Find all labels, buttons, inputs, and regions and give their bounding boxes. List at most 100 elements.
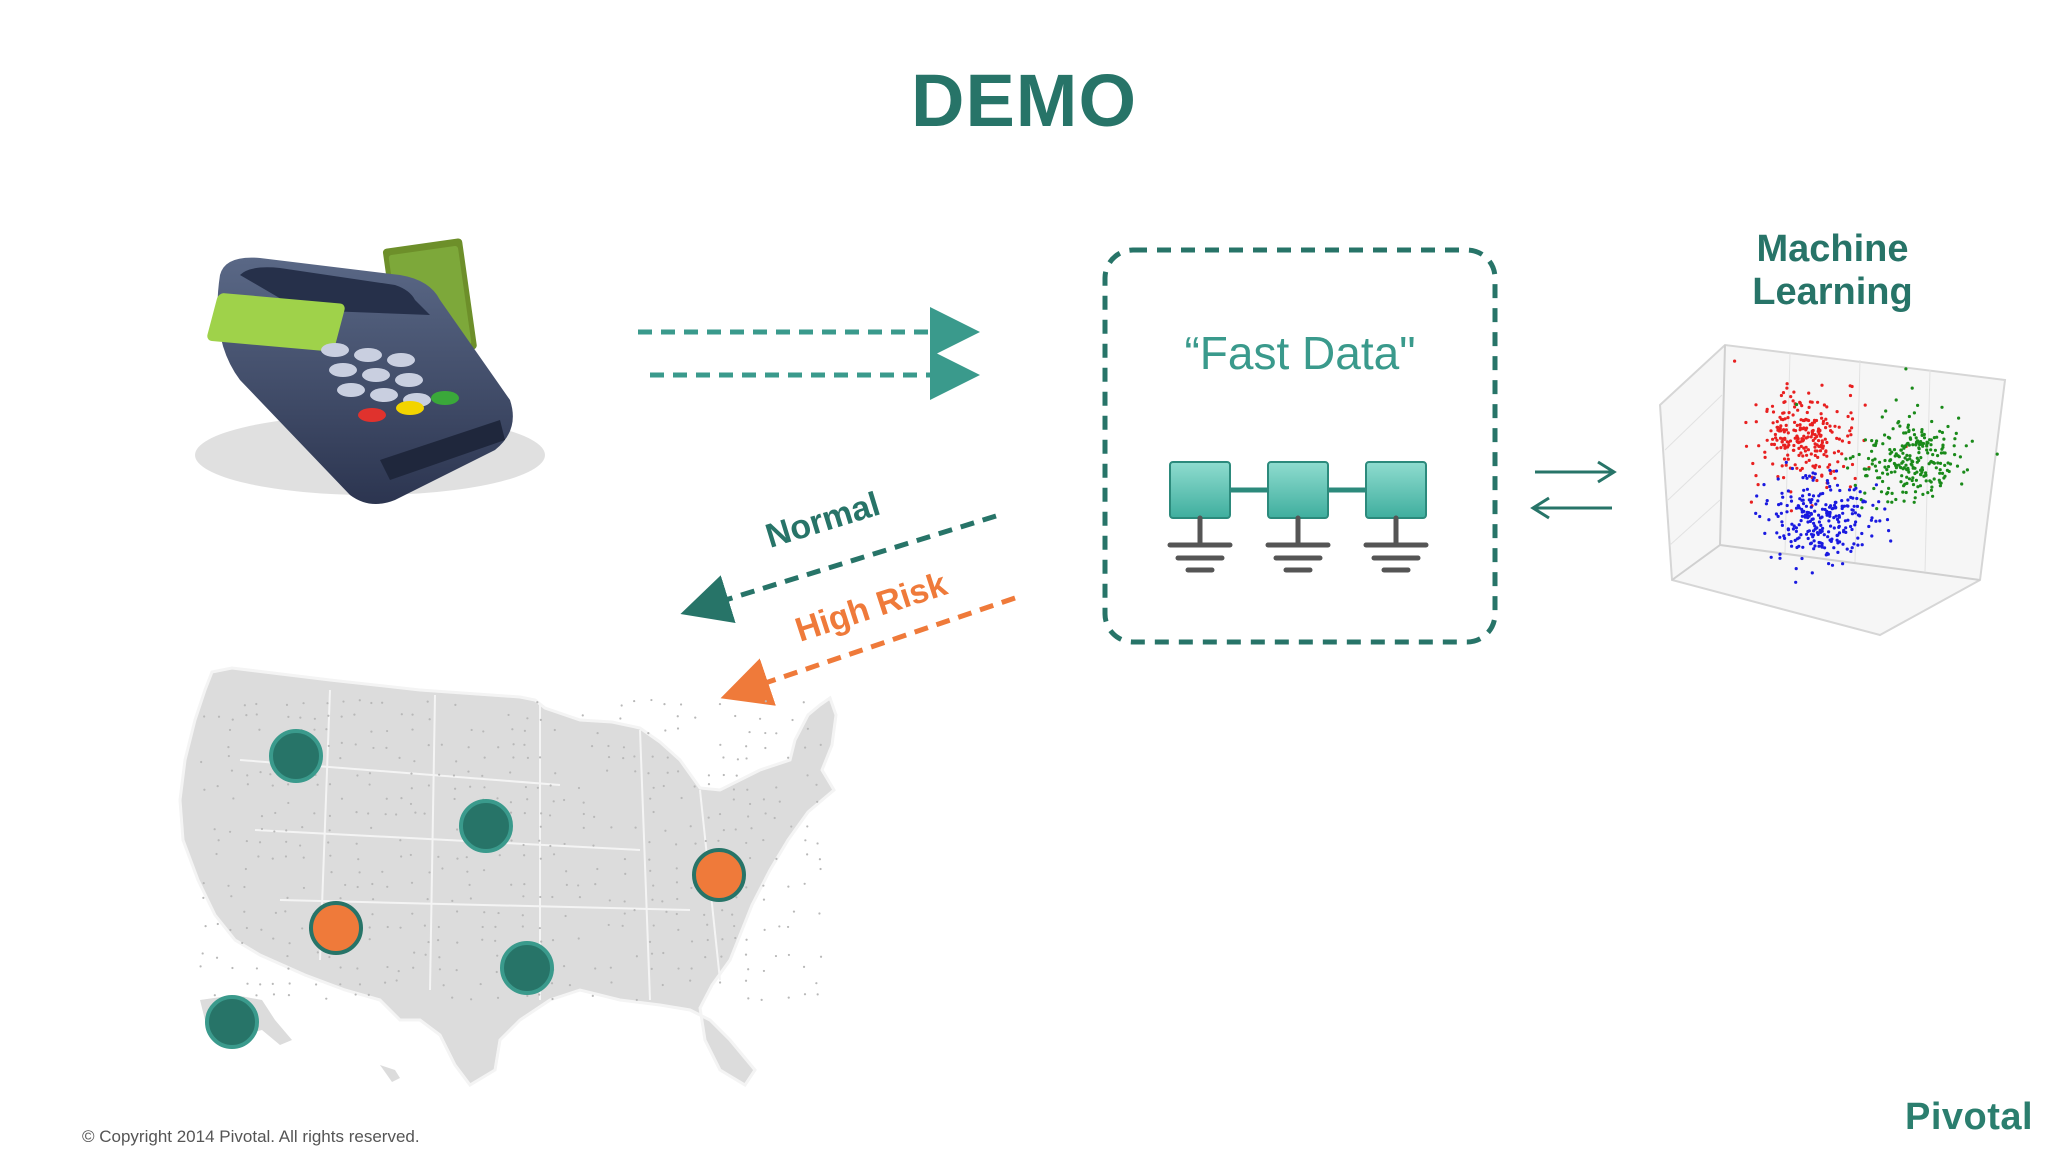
map-texture-dot <box>748 856 752 860</box>
map-texture-dot <box>664 829 667 832</box>
scatter-point <box>1762 483 1766 487</box>
scatter-point <box>1796 437 1800 441</box>
map-texture-dot <box>635 998 638 1002</box>
scatter-point <box>1916 403 1920 407</box>
map-texture-dot <box>260 928 263 931</box>
map-texture-dot <box>778 800 781 803</box>
scatter-point <box>1841 562 1845 566</box>
map-texture-dot <box>745 938 748 941</box>
scatter-point <box>1855 496 1859 501</box>
scatter-point <box>1789 499 1794 503</box>
scatter-point <box>1776 514 1780 519</box>
scatter-point <box>1810 498 1814 502</box>
map-texture-dot <box>717 839 720 842</box>
map-texture-dot <box>340 797 344 800</box>
scatter-point <box>1827 562 1831 566</box>
scatter-point <box>1807 498 1811 502</box>
map-texture-dot <box>426 700 429 703</box>
scatter-point <box>1853 476 1857 481</box>
map-texture-dot <box>815 783 818 786</box>
scatter-point <box>1842 464 1846 469</box>
scatter-point <box>1920 428 1924 432</box>
scatter-point <box>1929 459 1933 464</box>
scatter-point <box>1778 556 1782 560</box>
scatter-point <box>1793 436 1797 440</box>
scatter-point <box>1835 410 1839 414</box>
scatter-point <box>1945 468 1949 472</box>
scatter-point <box>1860 506 1864 510</box>
scatter-point <box>1870 449 1874 453</box>
scatter-point <box>1792 390 1796 394</box>
scatter-point <box>1955 464 1960 468</box>
map-texture-dot <box>720 955 723 958</box>
scatter-point <box>1817 540 1821 545</box>
map-texture-dot <box>217 839 220 842</box>
scatter-point <box>1786 445 1790 449</box>
scatter-point <box>1794 567 1798 571</box>
scatter-point <box>1828 463 1832 467</box>
scatter-point <box>1797 536 1801 540</box>
map-texture-dot <box>596 732 599 735</box>
map-texture-dot <box>230 895 233 898</box>
scatter-point <box>1819 434 1823 438</box>
map-texture-dot <box>539 825 542 828</box>
scatter-point <box>1824 450 1828 454</box>
scatter-point <box>1929 443 1933 447</box>
map-texture-dot <box>690 940 694 943</box>
scatter-point <box>1754 511 1758 515</box>
scatter-point <box>1771 437 1775 441</box>
scatter-point <box>1786 431 1790 435</box>
scatter-point <box>1824 503 1828 507</box>
map-texture-dot <box>437 855 440 858</box>
map-texture-dot <box>562 965 566 968</box>
scatter-point <box>1774 436 1778 440</box>
map-texture-dot <box>745 757 748 760</box>
map-texture-dot <box>385 797 388 800</box>
scatter-point <box>1837 514 1841 518</box>
map-texture-dot <box>721 909 724 912</box>
map-texture-dot <box>339 756 342 760</box>
scatter-point <box>1872 486 1876 491</box>
scatter-point <box>1837 520 1841 524</box>
map-texture-dot <box>661 983 664 987</box>
scatter-point <box>1889 470 1893 474</box>
scatter-point <box>1957 416 1961 420</box>
scatter-point <box>1899 466 1903 470</box>
scatter-point <box>1792 524 1796 528</box>
scatter-point <box>1958 455 1962 459</box>
scatter-point <box>1938 468 1942 472</box>
scatter-point <box>1805 476 1809 480</box>
map-texture-dot <box>581 714 584 717</box>
scatter-point <box>1801 476 1805 480</box>
scatter-point <box>1913 496 1917 500</box>
scatter-point <box>1809 500 1813 504</box>
map-texture-dot <box>649 797 652 800</box>
scatter-point <box>1778 552 1782 556</box>
scatter-point <box>1883 507 1887 511</box>
scatter-point <box>1852 504 1856 508</box>
map-texture-dot <box>260 827 264 831</box>
map-texture-dot <box>232 797 235 800</box>
scatter-point <box>1756 483 1760 487</box>
scatter-point <box>1819 492 1823 496</box>
scatter-point <box>1915 470 1919 474</box>
map-texture-dot <box>526 798 529 801</box>
map-texture-dot <box>623 857 627 861</box>
scatter-point <box>1802 418 1806 423</box>
scatter-point <box>1783 536 1787 541</box>
scatter-point <box>1795 545 1799 550</box>
map-texture-dot <box>762 898 766 901</box>
map-texture-dot <box>497 911 500 915</box>
scatter-point <box>1866 456 1871 461</box>
map-texture-dot <box>718 702 722 706</box>
map-texture-dot <box>590 744 594 748</box>
scatter-point <box>1884 409 1888 413</box>
scatter-point <box>1854 486 1858 490</box>
scatter-point <box>1849 433 1853 437</box>
scatter-point <box>1771 421 1775 425</box>
scatter-point <box>1923 474 1927 478</box>
scatter-point <box>1767 518 1771 522</box>
scatter-point <box>1877 500 1881 504</box>
map-texture-dot <box>662 951 665 955</box>
scatter-point <box>1790 466 1794 471</box>
